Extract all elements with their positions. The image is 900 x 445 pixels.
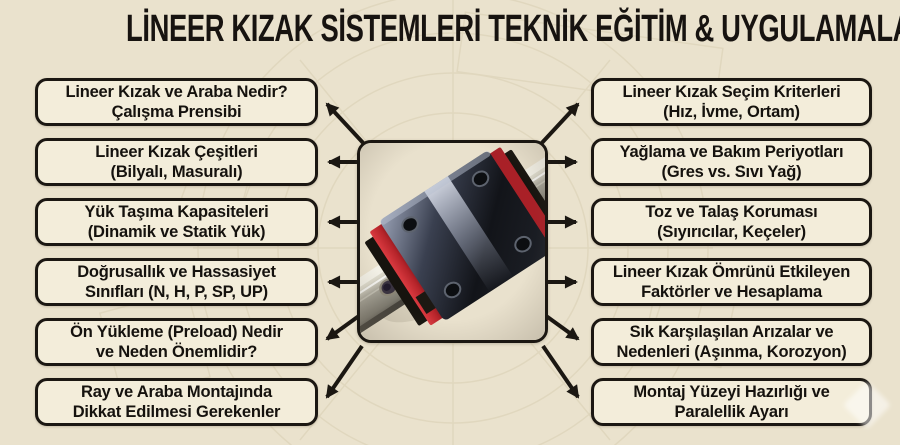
topic-line: Ön Yükleme (Preload) Nedir [70, 323, 283, 341]
topic-box-right-3: Toz ve Talaş Koruması (Sıyırıcılar, Keçe… [591, 198, 872, 246]
topic-line: (Hız, İvme, Ortam) [663, 103, 800, 121]
topic-box-left-4: Doğrusallık ve Hassasiyet Sınıfları (N, … [35, 258, 318, 306]
topic-box-right-4: Lineer Kızak Ömrünü Etkileyen Faktörler … [591, 258, 872, 306]
topic-line: (Gres vs. Sıvı Yağ) [661, 163, 802, 181]
topic-line: Lineer Kızak Seçim Kriterleri [622, 83, 841, 101]
topic-line: Sınıfları (N, H, P, SP, UP) [85, 283, 268, 301]
topic-line: Lineer Kızak Çeşitleri [95, 143, 258, 161]
topic-line: (Sıyırıcılar, Keçeler) [657, 223, 806, 241]
topic-box-right-2: Yağlama ve Bakım Periyotları (Gres vs. S… [591, 138, 872, 186]
topic-line: Paralellik Ayarı [674, 403, 789, 421]
topic-line: Yağlama ve Bakım Periyotları [619, 143, 844, 161]
topic-line: (Bilyalı, Masuralı) [110, 163, 243, 181]
topic-box-left-5: Ön Yükleme (Preload) Nedir ve Neden Önem… [35, 318, 318, 366]
topic-line: Yük Taşıma Kapasiteleri [84, 203, 269, 221]
page-title: LİNEER KIZAK SİSTEMLERİ TEKNİK EĞİTİM & … [126, 8, 900, 50]
topic-line: ve Neden Önemlidir? [95, 343, 258, 361]
topic-line: Lineer Kızak Ömrünü Etkileyen [612, 263, 851, 281]
linear-rail-carriage-photo [360, 143, 545, 340]
topic-box-right-5: Sık Karşılaşılan Arızalar ve Nedenleri (… [591, 318, 872, 366]
topic-box-left-6: Ray ve Araba Montajında Dikkat Edilmesi … [35, 378, 318, 426]
topic-line: Toz ve Talaş Koruması [645, 203, 818, 221]
topic-line: Faktörler ve Hesaplama [641, 283, 822, 301]
topic-line: Lineer Kızak ve Araba Nedir? [65, 83, 288, 101]
topic-box-left-2: Lineer Kızak Çeşitleri (Bilyalı, Masural… [35, 138, 318, 186]
topic-line: Montaj Yüzeyi Hazırlığı ve [633, 383, 830, 401]
topic-line: Nedenleri (Aşınma, Korozyon) [616, 343, 847, 361]
topic-line: Çalışma Prensibi [111, 103, 242, 121]
topic-box-right-6: Montaj Yüzeyi Hazırlığı ve Paralellik Ay… [591, 378, 872, 426]
topic-line: Doğrusallık ve Hassasiyet [77, 263, 276, 281]
topic-box-left-3: Yük Taşıma Kapasiteleri (Dinamik ve Stat… [35, 198, 318, 246]
topic-box-right-1: Lineer Kızak Seçim Kriterleri (Hız, İvme… [591, 78, 872, 126]
topic-line: Sık Karşılaşılan Arızalar ve [629, 323, 834, 341]
topic-line: (Dinamik ve Statik Yük) [87, 223, 266, 241]
topic-box-left-1: Lineer Kızak ve Araba Nedir? Çalışma Pre… [35, 78, 318, 126]
center-image-frame [357, 140, 548, 343]
topic-line: Dikkat Edilmesi Gerekenler [72, 403, 281, 421]
topic-line: Ray ve Araba Montajında [80, 383, 272, 401]
right-topic-column: Lineer Kızak Seçim Kriterleri (Hız, İvme… [591, 78, 872, 426]
left-topic-column: Lineer Kızak ve Araba Nedir? Çalışma Pre… [35, 78, 318, 426]
